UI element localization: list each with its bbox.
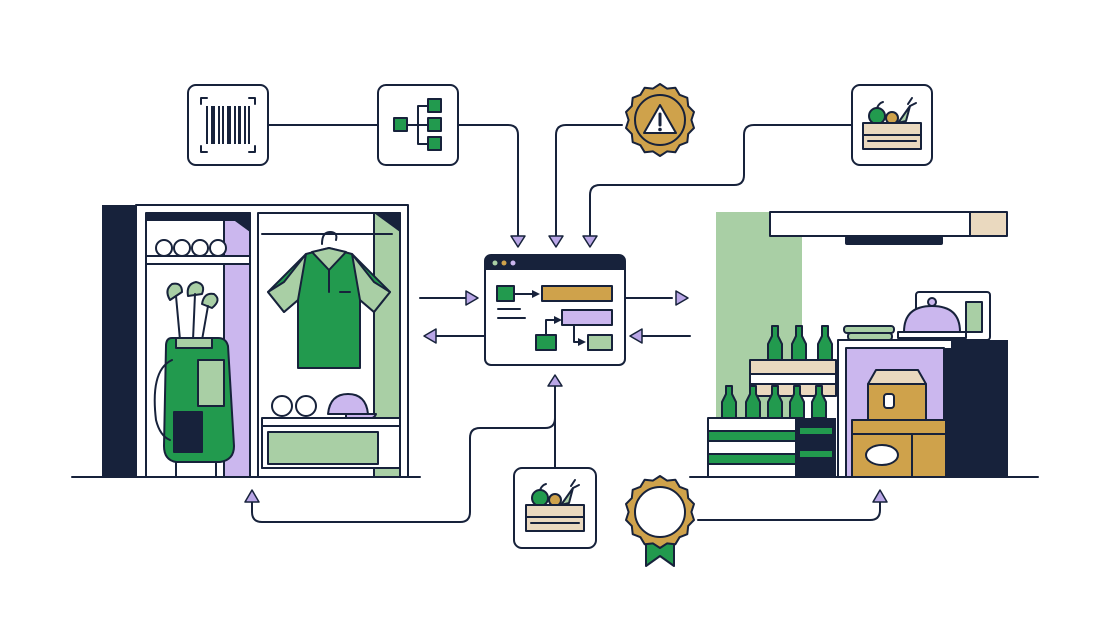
produce-crate-icon: [851, 84, 933, 166]
connector-warning-dashboard: [555, 124, 623, 237]
arrowhead: [423, 328, 437, 344]
connector-produce-dashboard: [589, 124, 853, 237]
golf-shop-illustration: [102, 204, 409, 478]
polo-shirt: [267, 231, 391, 369]
golf-balls-shelf: [145, 239, 251, 265]
balls-and-cap: [261, 393, 401, 427]
arrowhead: [582, 235, 598, 248]
grocery-market-illustration: [707, 211, 1008, 478]
connector-hierarchy-dashboard: [457, 124, 519, 237]
warning-seal-icon: [625, 83, 695, 157]
serving-items: [843, 291, 991, 341]
cardboard-boxes: [851, 369, 947, 478]
bottle-crate-lower: [707, 385, 836, 478]
bottle-crate-upper: [749, 325, 837, 397]
arrowhead: [547, 374, 563, 387]
arrowhead: [629, 328, 643, 344]
arrowhead: [465, 290, 479, 306]
connectors: [251, 124, 881, 523]
arrowhead: [548, 235, 564, 248]
produce-crate-icon: [513, 467, 597, 549]
golf-bag: [153, 281, 235, 478]
arrowhead: [872, 489, 888, 503]
dashboard-window-icon: [484, 254, 626, 366]
arrowheads: [244, 235, 888, 503]
hierarchy-tree-icon: [377, 84, 459, 166]
arrowhead: [510, 235, 526, 248]
award-ribbon-icon: [625, 475, 695, 567]
barcode-icon: [187, 84, 269, 166]
arrowhead: [244, 489, 260, 503]
connector-dashboard-loop-shop: [251, 383, 556, 523]
connector-award-market: [697, 501, 881, 521]
arrowhead: [675, 290, 689, 306]
